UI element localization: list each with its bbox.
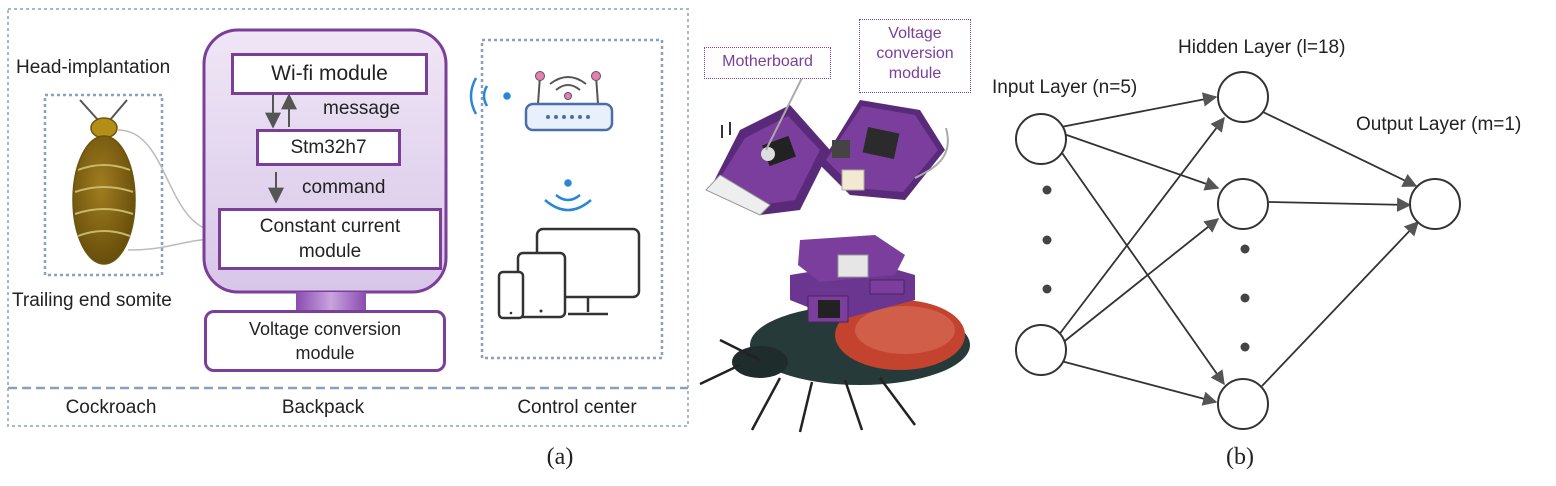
backpack-label: Backpack [281, 397, 365, 418]
tablet-icon [516, 251, 567, 319]
motherboard-photo [705, 105, 830, 216]
motherboard-label: Motherboard [704, 47, 831, 79]
caption-a: (a) [546, 444, 574, 470]
trailing-end-label: Trailing end somite [12, 290, 172, 311]
wifi-module-box: Wi-fi module [231, 53, 428, 95]
nn-ellipsis-dots [1042, 185, 1250, 352]
cockroach-backpack-photo [699, 235, 970, 433]
wifi-waves-icon [544, 179, 592, 212]
nn-connections [1057, 92, 1419, 406]
nn-hidden-node-3 [1217, 378, 1269, 430]
stm32-box: Stm32h7 [256, 129, 401, 166]
cockroach-label: Cockroach [65, 397, 157, 418]
router-icon [524, 71, 614, 132]
control-center-frame [480, 38, 664, 360]
wifi-signal-icon [469, 77, 511, 115]
constant-current-box: Constant current module [218, 208, 442, 270]
hidden-layer-label: Hidden Layer (l=18) [1178, 37, 1346, 58]
output-layer-label: Output Layer (m=1) [1356, 114, 1522, 135]
backpack-stem [296, 292, 366, 312]
cockroach-frame [43, 93, 164, 277]
caption-b: (b) [1226, 444, 1254, 470]
outer-frame [7, 8, 689, 427]
voltage-conversion-box: Voltage conversion module [204, 310, 446, 372]
message-label: message [323, 98, 401, 119]
control-center-label: Control center [517, 397, 637, 418]
nn-hidden-node-2 [1217, 178, 1269, 230]
head-implantation-label: Head-implantation [16, 57, 171, 78]
input-layer-label: Input Layer (n=5) [992, 77, 1138, 98]
cockroach-body [72, 135, 136, 265]
nn-output-node [1409, 178, 1461, 230]
nn-input-node-top [1015, 113, 1067, 165]
cockroach-head [90, 117, 118, 139]
phone-icon [497, 270, 525, 320]
photo-voltage-label: Voltage conversion module [859, 19, 971, 93]
nn-hidden-node-1 [1217, 71, 1269, 123]
nn-input-node-bottom [1015, 324, 1067, 376]
voltage-board-photo [820, 100, 945, 200]
command-label: command [302, 177, 386, 198]
